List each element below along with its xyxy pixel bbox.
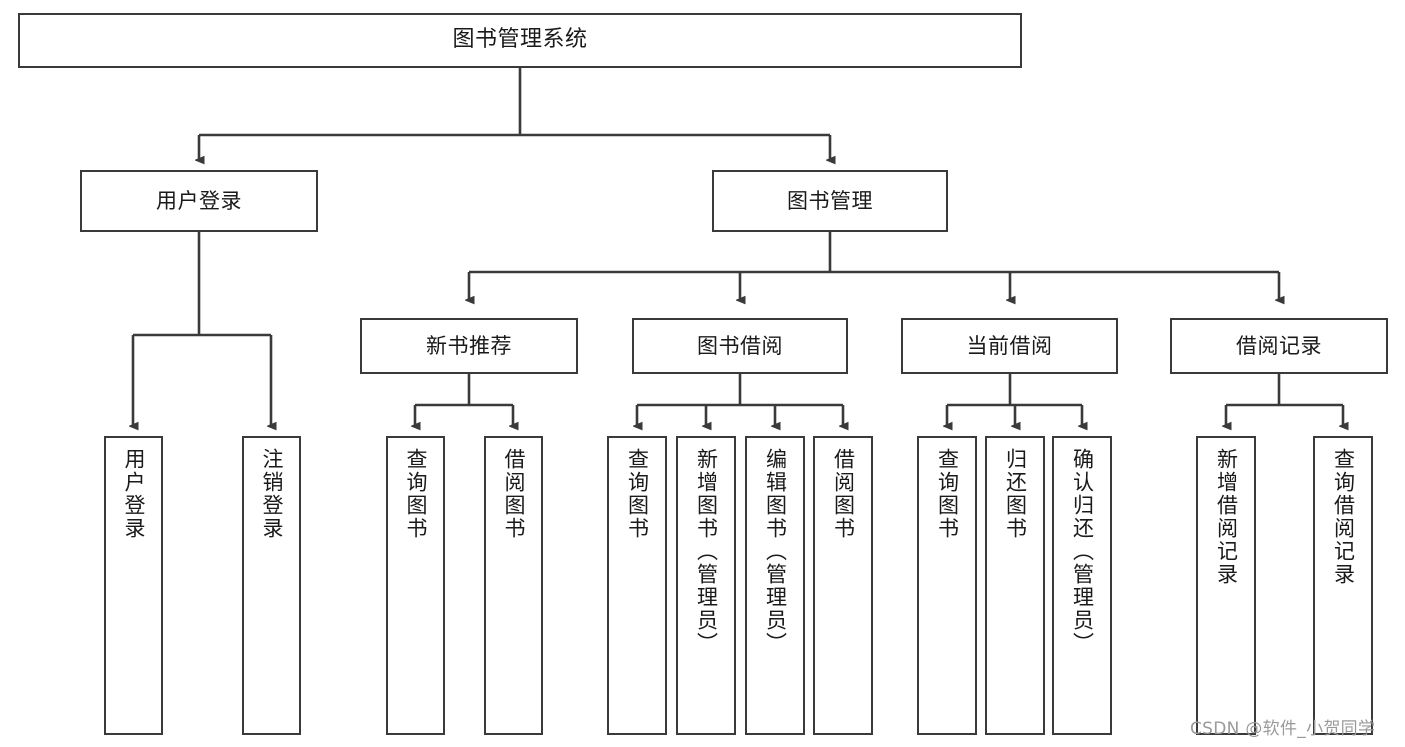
watermark-text: CSDN @软件_小贺同学 [1190, 719, 1376, 739]
node-label: 查询借阅记录 [1331, 448, 1356, 586]
leaf-book-borrow-borrow[interactable]: 借阅图书 [813, 436, 873, 735]
leaf-current-borrow-confirm[interactable]: 确认归还（管理员） [1052, 436, 1112, 735]
leaf-book-borrow-edit[interactable]: 编辑图书（管理员） [745, 436, 805, 735]
node-label: 用户登录 [156, 188, 242, 213]
leaf-user-login-logout[interactable]: 注销登录 [242, 436, 301, 735]
node-user-login[interactable]: 用户登录 [80, 170, 318, 232]
node-label: 归还图书 [1003, 448, 1028, 540]
node-label: 查询图书 [935, 448, 960, 540]
node-label: 查询图书 [404, 448, 428, 540]
node-label: 借阅记录 [1236, 333, 1322, 358]
node-label: 新书推荐 [426, 333, 512, 358]
node-borrow-record[interactable]: 借阅记录 [1170, 318, 1388, 374]
node-label: 确认归还（管理员） [1070, 448, 1095, 655]
node-label: 图书管理 [787, 188, 873, 213]
leaf-book-borrow-add[interactable]: 新增图书（管理员） [676, 436, 736, 735]
leaf-current-borrow-query[interactable]: 查询图书 [917, 436, 977, 735]
node-book-management[interactable]: 图书管理 [712, 170, 948, 232]
node-root-system[interactable]: 图书管理系统 [18, 13, 1022, 68]
node-label: 图书管理系统 [452, 27, 588, 53]
node-new-book-recommend[interactable]: 新书推荐 [360, 318, 578, 374]
leaf-book-borrow-query[interactable]: 查询图书 [607, 436, 667, 735]
leaf-new-book-borrow[interactable]: 借阅图书 [484, 436, 543, 735]
node-label: 注销登录 [260, 448, 284, 540]
leaf-borrow-record-query[interactable]: 查询借阅记录 [1313, 436, 1373, 735]
node-label: 借阅图书 [502, 448, 526, 540]
node-label: 编辑图书（管理员） [763, 448, 788, 655]
node-book-borrow[interactable]: 图书借阅 [632, 318, 848, 374]
node-label: 用户登录 [122, 448, 146, 540]
node-label: 当前借阅 [966, 333, 1053, 358]
node-label: 查询图书 [625, 448, 650, 540]
node-current-borrow[interactable]: 当前借阅 [901, 318, 1118, 374]
leaf-borrow-record-add[interactable]: 新增借阅记录 [1196, 436, 1256, 735]
leaf-current-borrow-return[interactable]: 归还图书 [985, 436, 1045, 735]
leaf-user-login-login[interactable]: 用户登录 [104, 436, 163, 735]
node-label: 新增图书（管理员） [694, 448, 719, 655]
node-label: 图书借阅 [697, 333, 783, 358]
node-label: 借阅图书 [831, 448, 856, 540]
leaf-new-book-query[interactable]: 查询图书 [386, 436, 445, 735]
node-label: 新增借阅记录 [1214, 448, 1239, 586]
